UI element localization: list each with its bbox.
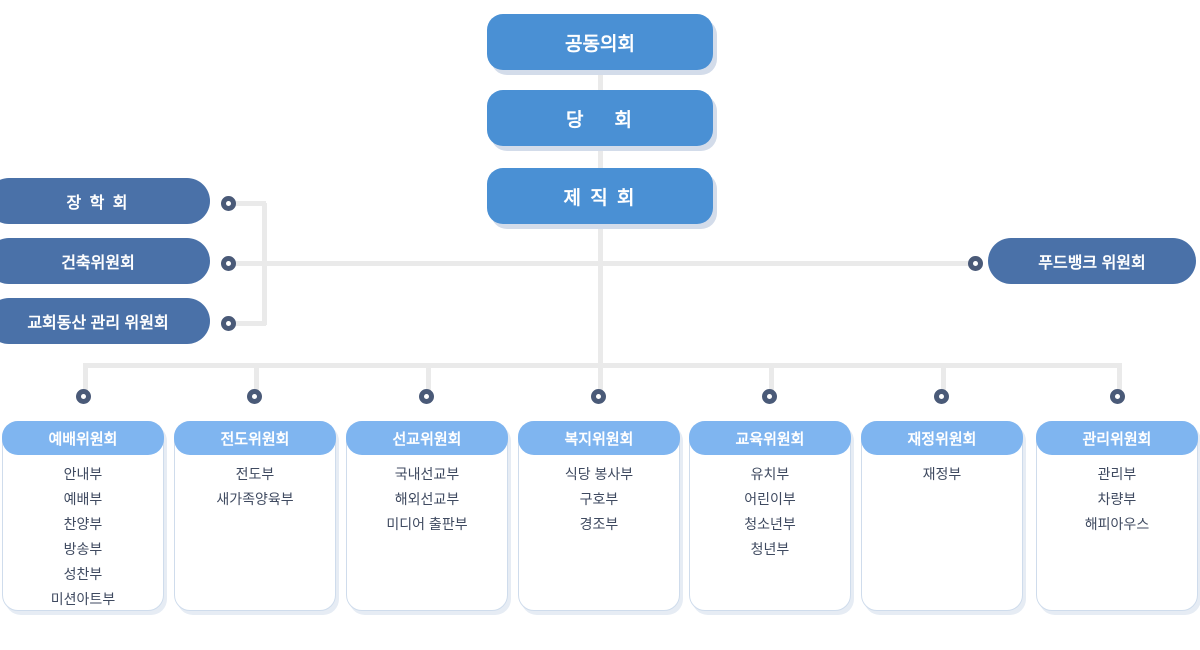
committee-welfare-items: 식당 봉사부 구호부 경조부 bbox=[519, 462, 679, 537]
committee-education-title: 교육위원회 bbox=[735, 430, 805, 448]
list-item: 전도부 bbox=[235, 466, 275, 482]
list-item: 관리부 bbox=[1097, 466, 1137, 482]
list-item: 차량부 bbox=[1097, 491, 1137, 507]
list-item: 청소년부 bbox=[744, 516, 796, 532]
node-officers-meeting[interactable]: 제 직 회 bbox=[487, 168, 713, 224]
connector-dot-column-4 bbox=[591, 389, 606, 404]
committee-evangelism-items: 전도부 새가족양육부 bbox=[175, 462, 335, 512]
node-session-label: 당 회 bbox=[565, 109, 635, 131]
list-item: 구호부 bbox=[579, 491, 619, 507]
connector-dot-construction bbox=[221, 256, 236, 271]
connector-drop-5 bbox=[769, 363, 774, 396]
node-construction-committee[interactable]: 건축위원회 bbox=[0, 238, 210, 284]
node-congregation-meeting[interactable]: 공동의회 bbox=[487, 14, 713, 70]
list-item: 새가족양육부 bbox=[216, 491, 294, 507]
node-foodbank-committee-label: 푸드뱅크 위원회 bbox=[1038, 255, 1146, 272]
connector-drop-4 bbox=[598, 363, 603, 396]
node-foodbank-committee[interactable]: 푸드뱅크 위원회 bbox=[988, 238, 1196, 284]
list-item: 유치부 bbox=[750, 466, 790, 482]
node-congregation-meeting-label: 공동의회 bbox=[565, 33, 635, 55]
list-item: 예배부 bbox=[63, 491, 103, 507]
list-item: 방송부 bbox=[63, 541, 103, 557]
connector-dot-column-1 bbox=[76, 389, 91, 404]
connector-drop-2 bbox=[254, 363, 259, 396]
committee-mission[interactable]: 선교위원회 국내선교부 해외선교부 미디어 출판부 bbox=[346, 421, 508, 611]
connector-drop-1 bbox=[83, 363, 88, 396]
connector-dot-foodbank bbox=[968, 256, 983, 271]
connector-dot-column-2 bbox=[247, 389, 262, 404]
list-item: 청년부 bbox=[750, 541, 790, 557]
node-church-property-committee-label: 교회동산 관리 위원회 bbox=[27, 315, 169, 332]
list-item: 해피아우스 bbox=[1084, 516, 1150, 532]
list-item: 미션아트부 bbox=[50, 591, 116, 607]
list-item: 국내선교부 bbox=[394, 466, 460, 482]
committee-worship-items: 안내부 예배부 찬양부 방송부 성찬부 미션아트부 bbox=[3, 462, 163, 612]
list-item: 찬양부 bbox=[63, 516, 103, 532]
node-scholarship-committee-label: 장 학 회 bbox=[66, 195, 130, 212]
list-item: 해외선교부 bbox=[394, 491, 460, 507]
committee-welfare-header: 복지위원회 bbox=[518, 421, 680, 455]
connector-dot-column-7 bbox=[1110, 389, 1125, 404]
committee-finance-header: 재정위원회 bbox=[861, 421, 1023, 455]
node-scholarship-committee[interactable]: 장 학 회 bbox=[0, 178, 210, 224]
list-item: 미디어 출판부 bbox=[386, 516, 468, 532]
committee-education-header: 교육위원회 bbox=[689, 421, 851, 455]
committee-mission-title: 선교위원회 bbox=[392, 430, 462, 448]
committee-worship-header: 예배위원회 bbox=[2, 421, 164, 455]
committee-mission-items: 국내선교부 해외선교부 미디어 출판부 bbox=[347, 462, 507, 537]
node-session[interactable]: 당 회 bbox=[487, 90, 713, 146]
node-church-property-committee[interactable]: 교회동산 관리 위원회 bbox=[0, 298, 210, 344]
committee-management[interactable]: 관리위원회 관리부 차량부 해피아우스 bbox=[1036, 421, 1198, 611]
committee-evangelism-header: 전도위원회 bbox=[174, 421, 336, 455]
list-item: 재정부 bbox=[922, 466, 962, 482]
connector-dot-scholarship bbox=[221, 196, 236, 211]
list-item: 경조부 bbox=[579, 516, 619, 532]
list-item: 식당 봉사부 bbox=[564, 466, 634, 482]
committee-management-header: 관리위원회 bbox=[1036, 421, 1198, 455]
node-construction-committee-label: 건축위원회 bbox=[61, 255, 135, 272]
connector-spine-1 bbox=[598, 68, 603, 94]
committee-finance-items: 재정부 bbox=[862, 462, 1022, 487]
connector-spine-3 bbox=[598, 222, 603, 397]
committee-finance[interactable]: 재정위원회 재정부 bbox=[861, 421, 1023, 611]
committee-education-items: 유치부 어린이부 청소년부 청년부 bbox=[690, 462, 850, 562]
connector-drop-6 bbox=[941, 363, 946, 396]
committee-mission-header: 선교위원회 bbox=[346, 421, 508, 455]
connector-dot-column-6 bbox=[934, 389, 949, 404]
list-item: 성찬부 bbox=[63, 566, 103, 582]
committee-education[interactable]: 교육위원회 유치부 어린이부 청소년부 청년부 bbox=[689, 421, 851, 611]
node-officers-meeting-label: 제 직 회 bbox=[563, 187, 637, 209]
committee-management-items: 관리부 차량부 해피아우스 bbox=[1037, 462, 1197, 537]
committee-evangelism[interactable]: 전도위원회 전도부 새가족양육부 bbox=[174, 421, 336, 611]
connector-drop-3 bbox=[426, 363, 431, 396]
connector-dot-column-3 bbox=[419, 389, 434, 404]
committee-evangelism-title: 전도위원회 bbox=[220, 430, 290, 448]
list-item: 안내부 bbox=[63, 466, 103, 482]
connector-dot-column-5 bbox=[762, 389, 777, 404]
committee-worship-title: 예배위원회 bbox=[48, 430, 118, 448]
committee-welfare[interactable]: 복지위원회 식당 봉사부 구호부 경조부 bbox=[518, 421, 680, 611]
list-item: 어린이부 bbox=[744, 491, 796, 507]
committee-worship[interactable]: 예배위원회 안내부 예배부 찬양부 방송부 성찬부 미션아트부 bbox=[2, 421, 164, 611]
connector-left-stub-1 bbox=[234, 201, 266, 206]
connector-dot-church-property bbox=[221, 316, 236, 331]
connector-mid-bus bbox=[262, 261, 974, 266]
connector-left-stub-2 bbox=[234, 261, 266, 266]
committee-management-title: 관리위원회 bbox=[1082, 430, 1152, 448]
connector-drop-7 bbox=[1117, 363, 1122, 396]
committee-welfare-title: 복지위원회 bbox=[564, 430, 634, 448]
connector-spine-2 bbox=[598, 144, 603, 170]
committee-finance-title: 재정위원회 bbox=[907, 430, 977, 448]
connector-left-stub-3 bbox=[234, 321, 266, 326]
